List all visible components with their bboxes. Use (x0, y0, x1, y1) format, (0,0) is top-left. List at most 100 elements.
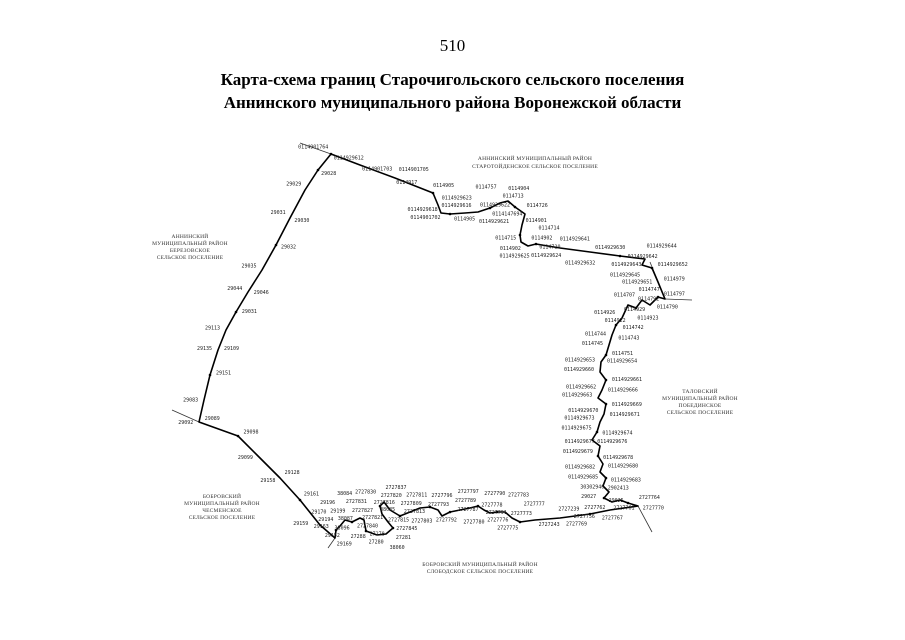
point-label: 2727790 (484, 491, 505, 497)
point-label: 0114901764 (298, 145, 328, 151)
point-label: 0114726 (527, 203, 548, 209)
boundary-vertex (602, 496, 606, 500)
point-label: 0114929660 (564, 367, 594, 373)
boundary-vertex (391, 526, 395, 530)
point-label: 29030 (294, 218, 309, 224)
boundary-vertices (208, 152, 660, 533)
point-label: 29159 (293, 521, 308, 527)
point-label: 0114929612 (334, 155, 364, 161)
title-line-1: Карта-схема границ Старочигольского сель… (220, 70, 685, 89)
point-label: 2727239 (558, 506, 579, 512)
boundary-vertex (378, 504, 382, 508)
point-label: 0114901702 (410, 215, 440, 221)
point-label: 2727811 (406, 493, 427, 499)
point-label: 29028 (321, 171, 336, 177)
point-label: 0114929676 (597, 439, 627, 445)
boundary-vertex (316, 168, 320, 172)
point-label: 0114929685 (568, 475, 598, 481)
point-label: 2727777 (524, 502, 545, 508)
point-label: 2727761 (613, 506, 634, 512)
point-label: 29196 (320, 500, 335, 506)
map-title: Карта-схема границ Старочигольского сель… (0, 68, 905, 114)
point-label: 29135 (197, 346, 212, 352)
point-label: 29092 (178, 420, 193, 426)
boundary-vertex (604, 476, 608, 480)
point-label: 2727803 (411, 519, 432, 525)
point-label: 2727789 (455, 498, 476, 504)
neighbor-label-line: СЕЛЬСКОЕ ПОСЕЛЕНИЕ (189, 515, 256, 521)
boundary-vertex (350, 520, 354, 524)
point-label: 0114797 (664, 292, 685, 298)
boundary-vertex (298, 498, 302, 502)
point-label: 29044 (227, 286, 242, 292)
point-label: 0114929624 (531, 253, 561, 259)
point-label: 2727809 (401, 501, 422, 507)
neighbor-label-south: БОБРОВСКИЙ МУНИЦИПАЛЬНЫЙ РАЙОН СЛОБОДСКО… (422, 560, 537, 575)
point-label: 2727816 (374, 500, 395, 506)
point-label: 0114905 (454, 217, 475, 223)
point-label: 29151 (216, 370, 231, 376)
neighbor-label-line: БЕРЕЗОВСКОЕ (170, 248, 211, 254)
boundary-vertex (364, 529, 368, 533)
boundary-vertex (595, 430, 599, 434)
point-label: 0114929653 (565, 358, 595, 364)
point-label: 0114715 (495, 236, 516, 242)
point-label: 0114790 (657, 305, 678, 311)
point-label: 2727787 (457, 507, 478, 513)
point-label: 0114720 (539, 244, 560, 250)
boundary-vertex (431, 191, 435, 195)
point-label: 29152 (325, 533, 340, 539)
point-label: 29027 (581, 494, 596, 500)
point-label: 0114929666 (608, 387, 638, 393)
point-label: 29169 (337, 542, 352, 548)
point-label: 2727793 (428, 502, 449, 508)
point-label: 2727775 (497, 526, 518, 532)
point-label: 0114929644 (647, 243, 677, 249)
point-label: 27288 (351, 534, 366, 540)
point-label: 29158 (260, 478, 275, 484)
point-label: 0114902 (500, 246, 521, 252)
boundary-vertex (428, 505, 432, 509)
boundary-vertex (626, 501, 630, 505)
point-label: 0114929621 (479, 219, 509, 225)
boundary-vertex (448, 212, 452, 216)
point-label: 29089 (205, 416, 220, 422)
point-label: 2727791 (486, 510, 507, 516)
boundary-vertex (398, 514, 402, 518)
point-label: 2727762 (584, 505, 605, 511)
neighbor-boundary-line (664, 298, 693, 301)
point-label: 0114929679 (563, 449, 593, 455)
point-label: 2727840 (357, 523, 378, 529)
point-label: 29031 (271, 210, 286, 216)
point-label: 29128 (285, 470, 300, 476)
point-label: 0114929674 (602, 431, 632, 437)
neighbor-label-line: БОБРОВСКИЙ (203, 492, 241, 500)
boundary-vertex (208, 373, 212, 377)
neighbor-label-line: СТАРОТОЙДЕНСКОЕ СЕЛЬСКОЕ ПОСЕЛЕНИЕ (472, 162, 598, 170)
point-label: 0114929682 (565, 465, 595, 471)
point-label: 2727821 (362, 515, 383, 521)
neighbor-label-line: ЧЕСМЕНСКОЕ (202, 508, 242, 514)
point-label: 0114929654 (607, 358, 637, 364)
point-label: 0114751 (612, 351, 633, 357)
point-label: 2727243 (539, 522, 560, 528)
point-label: 38087 (338, 516, 353, 522)
point-label: 0114901703 (362, 167, 392, 173)
point-label: 2727813 (404, 509, 425, 515)
point-label: 2727767 (602, 515, 623, 521)
neighbor-boundary-line (299, 142, 332, 155)
point-label: 0114929625 (500, 253, 530, 259)
point-label: 0114929683 (611, 478, 641, 484)
neighbor-label-line: АННИНСКИЙ (172, 232, 209, 240)
point-label: 2727845 (396, 526, 417, 532)
neighbor-label-line: СЕЛЬСКОЕ ПОСЕЛЕНИЕ (157, 255, 224, 261)
point-label: 2727776 (487, 517, 508, 523)
point-label: 0114926 (594, 310, 615, 316)
point-label: 0114901705 (399, 167, 429, 173)
boundary-vertex (518, 233, 522, 237)
point-label: 0114979 (664, 276, 685, 282)
boundary-vertex (495, 510, 499, 514)
point-label: 29032 (281, 244, 296, 250)
point-label: 2727773 (511, 511, 532, 517)
